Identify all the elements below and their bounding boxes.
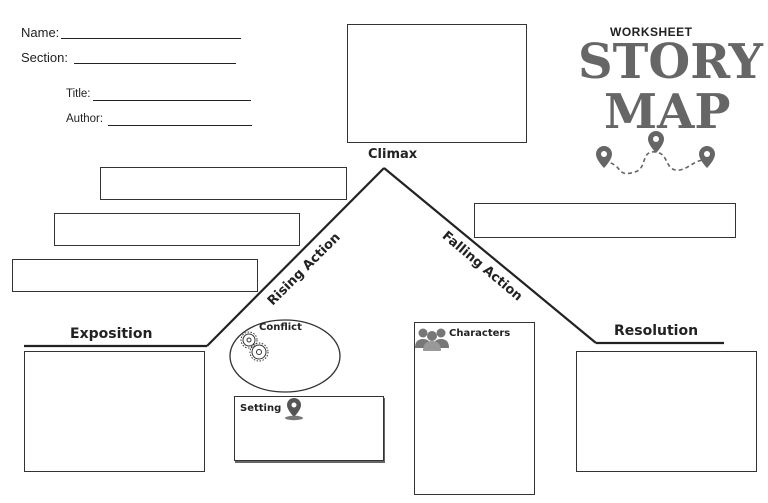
rising-event-box-1[interactable] — [100, 167, 347, 200]
falling-event-box[interactable] — [474, 203, 736, 238]
story-title: STORY — [578, 34, 763, 90]
rising-action-line — [206, 167, 385, 347]
exposition-box[interactable] — [24, 351, 205, 472]
name-label: Name: — [21, 25, 60, 40]
climax-box[interactable] — [347, 24, 527, 143]
conflict-label: Conflict — [259, 322, 302, 333]
rising-event-box-3[interactable] — [12, 259, 258, 292]
title-label: Title: — [66, 88, 91, 100]
worksheet-label: WORKSHEET — [610, 25, 693, 39]
map-title: MAP — [604, 84, 731, 140]
section-field[interactable] — [74, 63, 236, 64]
falling-action-line — [383, 167, 597, 344]
section-label: Section: — [21, 50, 68, 65]
setting-label: Setting — [240, 403, 282, 414]
title-field[interactable] — [93, 100, 251, 101]
resolution-box[interactable] — [576, 351, 757, 472]
gears-icon — [240, 331, 269, 362]
resolution-label: Resolution — [614, 323, 699, 339]
map-pin-icon — [596, 146, 612, 168]
map-pin-icon — [285, 398, 303, 421]
setting-box[interactable] — [234, 396, 384, 461]
map-pin-icon — [699, 146, 715, 168]
name-field[interactable] — [61, 38, 241, 39]
map-pin-icon — [648, 131, 664, 153]
characters-label: Characters — [449, 328, 511, 339]
exposition-label: Exposition — [70, 326, 153, 342]
rising-event-box-2[interactable] — [54, 213, 300, 246]
map-route-decoration — [596, 131, 715, 175]
author-field[interactable] — [108, 125, 252, 126]
climax-label: Climax — [368, 147, 418, 162]
people-icon — [415, 328, 449, 351]
author-label: Author: — [66, 113, 104, 125]
conflict-ellipse — [229, 319, 341, 393]
